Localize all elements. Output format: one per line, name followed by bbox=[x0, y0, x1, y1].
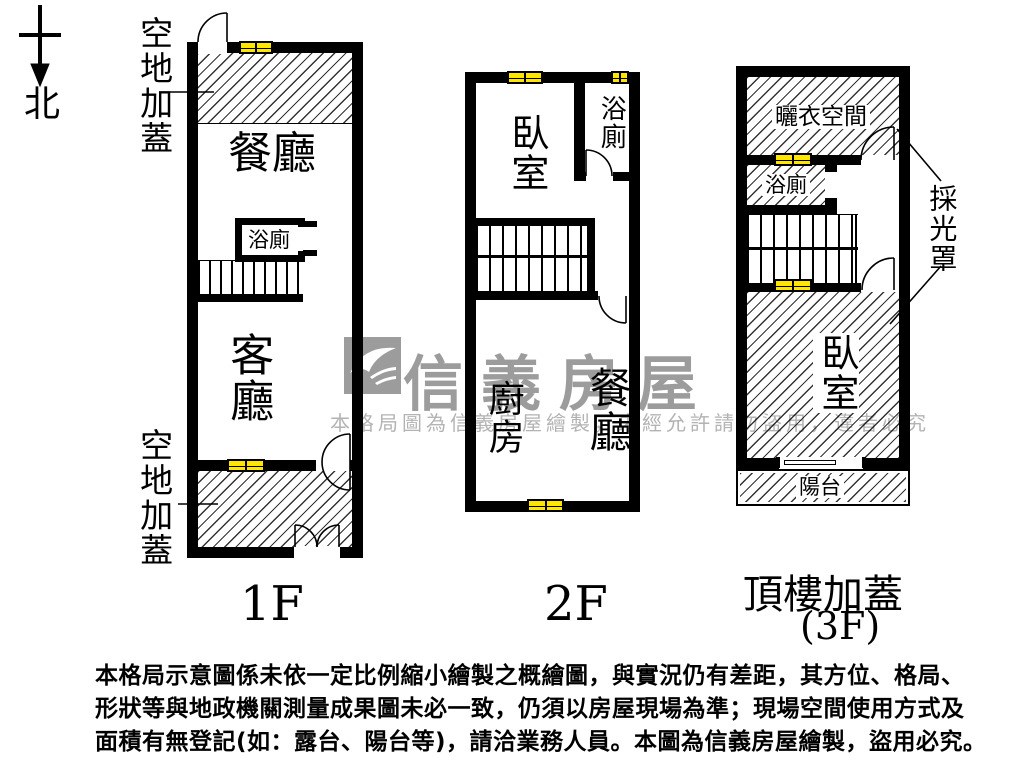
floor3-sliding-door bbox=[784, 460, 836, 465]
floor3-bath-door-post bbox=[825, 165, 837, 172]
floor3-stairs-side-line bbox=[855, 214, 857, 284]
floor3-label: 頂樓加蓋 bbox=[743, 572, 903, 618]
floor2-stairs-wall bbox=[476, 218, 594, 225]
disclaimer-line-3: 面積有無登記(如：露台、陽台等)，請洽業務人員。本圖為信義房屋繪製，盜用必究。 bbox=[95, 729, 987, 755]
floor1-label: 1F bbox=[240, 576, 304, 632]
floor1-outer-walls bbox=[187, 42, 363, 558]
floor3-laundry-wall bbox=[747, 155, 899, 165]
room-label-dining-2f: 餐廳 bbox=[583, 366, 633, 454]
room-label-kitchen-2f: 廚房 bbox=[482, 380, 524, 456]
room-label-bedroom-2f: 臥室 bbox=[504, 113, 549, 193]
floor1-entry-door-opening bbox=[198, 41, 227, 54]
floor3-slide-door-post bbox=[776, 457, 780, 468]
floor3-upper-window bbox=[774, 153, 812, 166]
floor2-bath-partition bbox=[574, 83, 585, 172]
annotation-open-area-bottom: 空地加蓋 bbox=[134, 428, 174, 568]
floor2-hall-wall bbox=[476, 291, 598, 300]
floor1-bath-door-opening bbox=[298, 227, 305, 251]
floor3-laundry-door-opening bbox=[861, 155, 899, 165]
annotation-open-area-top: 空地加蓋 bbox=[134, 16, 174, 156]
room-label-dining-1f: 餐廳 bbox=[228, 128, 316, 179]
floor1-rear-door-opening bbox=[316, 460, 350, 471]
floor2-stairs-landing bbox=[476, 255, 587, 258]
room-label-bath-2f: 浴廁 bbox=[596, 95, 627, 151]
floor2-stairs-side-wall bbox=[587, 218, 595, 300]
compass-north-label: 北 bbox=[24, 84, 61, 125]
floor3-stairs-landing bbox=[747, 247, 858, 250]
room-label-bedroom-3f: 臥室 bbox=[813, 333, 859, 413]
floor3-slide-door-post bbox=[862, 457, 866, 468]
disclaimer-line-2: 形狀等與地政機關測量成果圖未必一致，仍須以房屋現場為準；現場空間使用方式及 bbox=[95, 696, 965, 722]
room-label-living-1f: 客廳 bbox=[222, 332, 274, 424]
floor1-bath-door-post bbox=[303, 221, 317, 227]
floor1-open-area-top-hatch bbox=[198, 53, 352, 124]
floor1-double-door-opening bbox=[294, 546, 340, 559]
floor1-stairs-edge bbox=[198, 294, 303, 302]
room-label-bath-3f: 浴廁 bbox=[762, 174, 810, 196]
floor2-bath-window bbox=[611, 71, 629, 84]
floor3-bath-door-post bbox=[825, 198, 837, 207]
floor2-label: 2F bbox=[544, 576, 608, 632]
room-label-balcony-3f: 陽台 bbox=[796, 476, 844, 498]
floor3-lower-window bbox=[774, 279, 812, 292]
floor3-bath-wall bbox=[747, 205, 837, 214]
floor2-stairs bbox=[476, 225, 587, 292]
north-arrow-icon bbox=[19, 5, 61, 88]
floor1-bath-door-post bbox=[303, 250, 317, 256]
floor1-rear-window bbox=[227, 459, 265, 472]
floor1-stairs bbox=[198, 260, 303, 295]
floor2-top-window bbox=[507, 71, 543, 84]
floor3-sublabel: (3F) bbox=[800, 604, 881, 648]
floor1-open-area-bottom-hatch bbox=[198, 471, 352, 547]
floor2-bath-door-opening bbox=[586, 172, 613, 181]
floor1-rear-wall bbox=[187, 460, 363, 471]
watermark-brand-text: 信義房屋 bbox=[403, 350, 715, 420]
annotation-skylight-cover: 採光罩 bbox=[925, 184, 959, 274]
floor1-top-window bbox=[239, 41, 273, 54]
room-label-bath-1f: 浴廁 bbox=[248, 228, 290, 252]
floor2-bottom-window bbox=[527, 499, 564, 512]
room-label-laundry-3f: 曬衣空間 bbox=[772, 105, 870, 129]
disclaimer-line-1: 本格局示意圖係未依一定比例縮小繪製之概繪圖，與實況仍有差距，其方位、格局、 bbox=[95, 663, 965, 689]
